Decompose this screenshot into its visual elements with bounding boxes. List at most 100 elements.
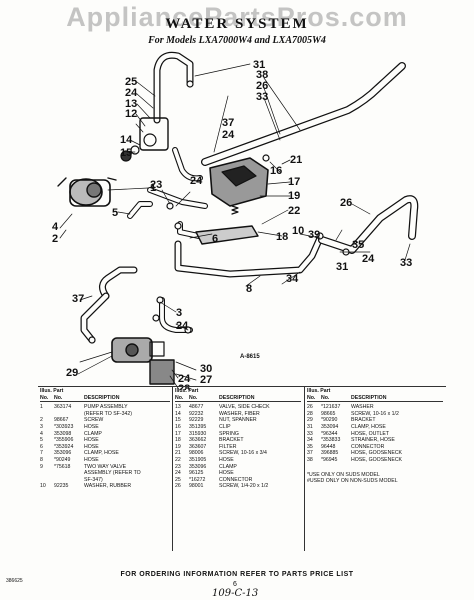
callout-label: 38 [256, 69, 268, 81]
callout-label: 21 [290, 154, 302, 166]
callout-label: 4 [52, 221, 59, 233]
callout-label: 24 [362, 253, 375, 265]
page-number: 6 [233, 581, 237, 588]
hose-3 [99, 266, 138, 300]
note-suds: *USE ONLY ON SUDS MODEL [307, 471, 380, 478]
callout-label: 22 [288, 205, 300, 217]
gooseneck-hose-top [153, 51, 194, 124]
column-divider [172, 386, 173, 551]
callout-label: 29 [66, 367, 78, 379]
callout-label: 31 [336, 261, 348, 273]
handwritten-note: 109-C-13 [212, 588, 259, 599]
header-part-no: No. [189, 394, 198, 401]
callout-label: 16 [270, 165, 282, 177]
callout-label: 33 [256, 91, 268, 103]
ordering-footer: FOR ORDERING INFORMATION REFER TO PARTS … [120, 571, 354, 578]
side-check-valve [139, 117, 169, 151]
callout-label: 1 [150, 182, 156, 194]
parts-row: ASSEMBLY (REFER TO [84, 470, 141, 477]
callout-label: 13 [125, 98, 137, 110]
callout-label: 26 [340, 197, 352, 209]
parts-row: SF-347) [84, 476, 103, 483]
callout-label: 18 [276, 231, 288, 243]
header-no: No. [40, 394, 49, 401]
callout-label: 5 [112, 207, 118, 219]
callout-label: 33 [400, 257, 412, 269]
parts-header: Illus. Part No.No.DESCRIPTION [307, 388, 443, 403]
side-code: 386625 [6, 578, 23, 584]
callout-label: 24 [190, 175, 203, 187]
callout-labels: 31 25 24 13 12 14 15 1 4 5 2 23 24 6 37 … [52, 59, 412, 390]
pump-assembly [57, 177, 117, 207]
callout-label: 17 [288, 176, 300, 188]
callout-label: 12 [125, 108, 137, 120]
header-description: DESCRIPTION [351, 394, 387, 401]
callout-label: 31 [253, 59, 265, 71]
callout-label: 24 [222, 129, 235, 141]
spring-18 [231, 205, 239, 215]
parts-header: Illus. Part No.No.DESCRIPTION [40, 388, 170, 403]
page-subtitle: For Models LXA7000W4 and LXA7005W4 [148, 35, 326, 46]
header-no: No. [175, 394, 184, 401]
callout-label: 19 [288, 190, 300, 202]
callout-label: 6 [212, 233, 218, 245]
callout-label: 35 [352, 239, 364, 251]
column-divider [304, 386, 305, 551]
header-no: No. [307, 394, 316, 401]
two-way-valve-assembly [111, 337, 165, 363]
header-illus: Illus. Part [307, 388, 331, 394]
callout-label: 39 [308, 229, 320, 241]
header-description: DESCRIPTION [84, 394, 120, 401]
page-title: WATER SYSTEM [165, 16, 309, 32]
callout-label: 15 [120, 147, 132, 159]
callout-label: 10 [292, 225, 304, 237]
callout-label: 25 [125, 76, 137, 88]
filter-housing [209, 157, 269, 207]
callout-label: 37 [72, 293, 84, 305]
callout-label: 30 [200, 363, 212, 375]
figure-ref: A-8615 [240, 354, 260, 360]
callout-label: 37 [222, 117, 234, 129]
parts-table-rule [38, 386, 446, 387]
header-illus: Illus. Part [175, 388, 199, 394]
watermark: AppliancePartsPros.com [66, 2, 408, 32]
bracket-22 [195, 225, 259, 245]
callout-label: 23 [150, 179, 162, 191]
callout-label: 14 [120, 134, 133, 146]
callout-label: 2 [52, 233, 58, 245]
header-description: DESCRIPTION [219, 394, 255, 401]
callout-label: 24 [178, 373, 191, 385]
parts-header: Illus. Part No. No. DESCRIPTION [175, 388, 301, 403]
exploded-diagram: 31 25 24 13 12 14 15 1 4 5 2 23 24 6 37 … [52, 51, 419, 390]
callout-label: 27 [200, 374, 212, 386]
